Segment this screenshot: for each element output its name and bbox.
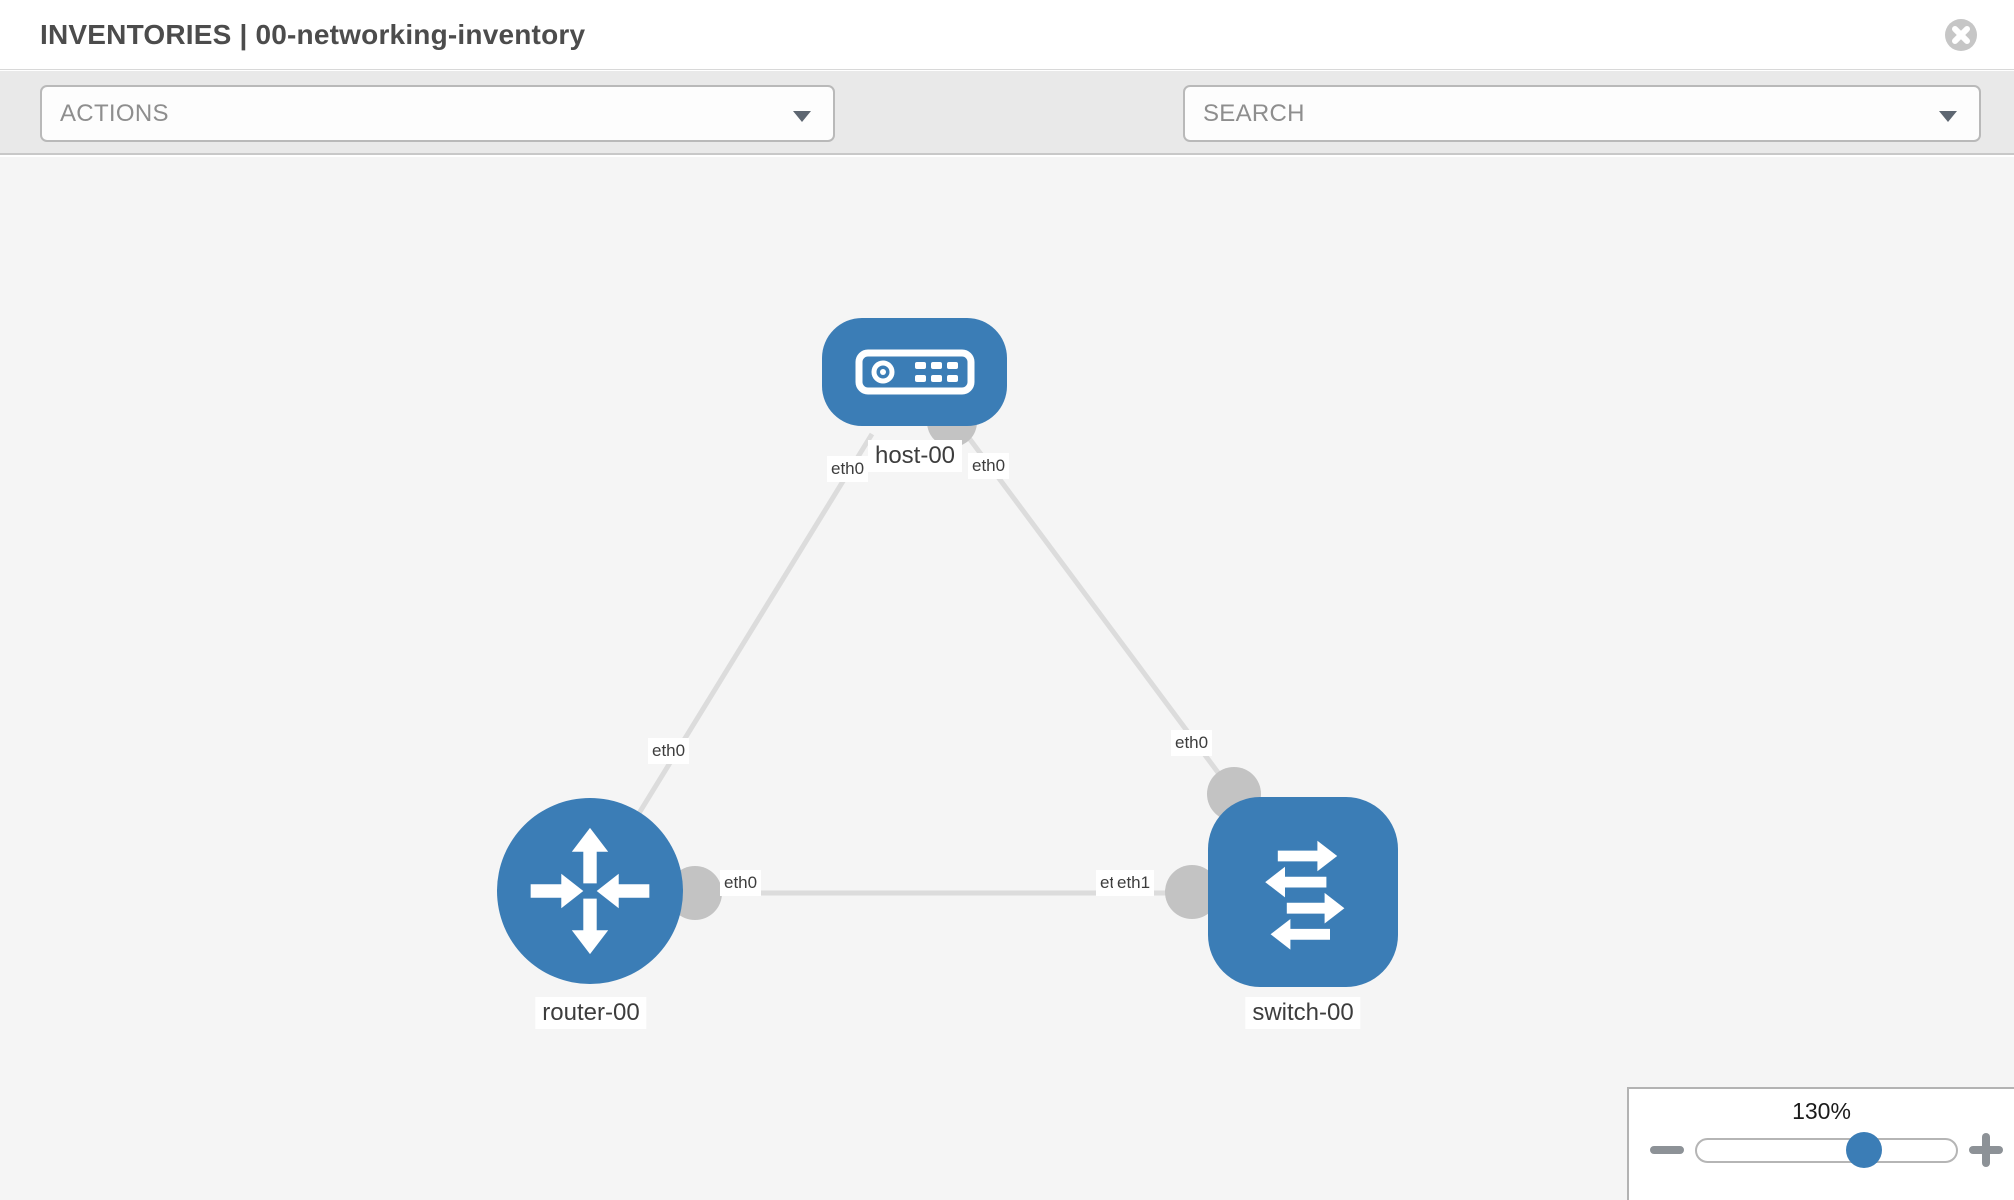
router-icon (530, 827, 650, 955)
zoom-out-button[interactable] (1649, 1132, 1685, 1168)
zoom-in-button[interactable] (1968, 1132, 2004, 1168)
host-icon (855, 349, 974, 395)
node-label-switch: switch-00 (1245, 997, 1361, 1029)
topology-canvas[interactable]: host-00 router-00 switch-00 eth0 eth0 et… (0, 157, 2014, 1200)
search-dropdown-label: SEARCH (1203, 99, 1305, 127)
node-switch-00[interactable] (1208, 797, 1398, 987)
interface-label: eth0 (720, 870, 762, 896)
interface-label: eth0 (968, 453, 1010, 479)
toolbar: ACTIONS SEARCH (0, 71, 2014, 211)
endpoint-switch-left (1165, 865, 1219, 919)
chevron-down-icon (1939, 111, 1957, 122)
node-router-00[interactable] (497, 798, 683, 984)
node-host-00[interactable] (822, 318, 1007, 426)
node-label-host: host-00 (867, 440, 963, 472)
interface-label: eth0 (827, 456, 869, 482)
close-button[interactable] (1944, 18, 1978, 52)
interface-label: eth0 (1171, 730, 1213, 756)
chevron-down-icon (793, 111, 811, 122)
header-bar: INVENTORIES | 00-networking-inventory (0, 0, 2014, 70)
zoom-slider-thumb[interactable] (1846, 1132, 1883, 1168)
interface-label: eth0 (648, 738, 690, 764)
switch-icon (1265, 840, 1345, 950)
search-dropdown[interactable]: SEARCH (1183, 85, 1981, 142)
plus-icon (1969, 1133, 2003, 1167)
interface-label: eth1 (1113, 870, 1155, 896)
minus-icon (1650, 1146, 1684, 1154)
zoom-slider[interactable] (1695, 1132, 1958, 1168)
actions-dropdown-label: ACTIONS (60, 99, 169, 127)
zoom-panel: 130% (1627, 1087, 2014, 1200)
links-layer (587, 397, 1303, 920)
close-icon (1945, 19, 1977, 51)
page-title: INVENTORIES | 00-networking-inventory (40, 19, 586, 50)
node-label-router: router-00 (535, 997, 647, 1029)
zoom-level: 130% (1792, 1098, 1851, 1124)
actions-dropdown[interactable]: ACTIONS (40, 85, 835, 142)
